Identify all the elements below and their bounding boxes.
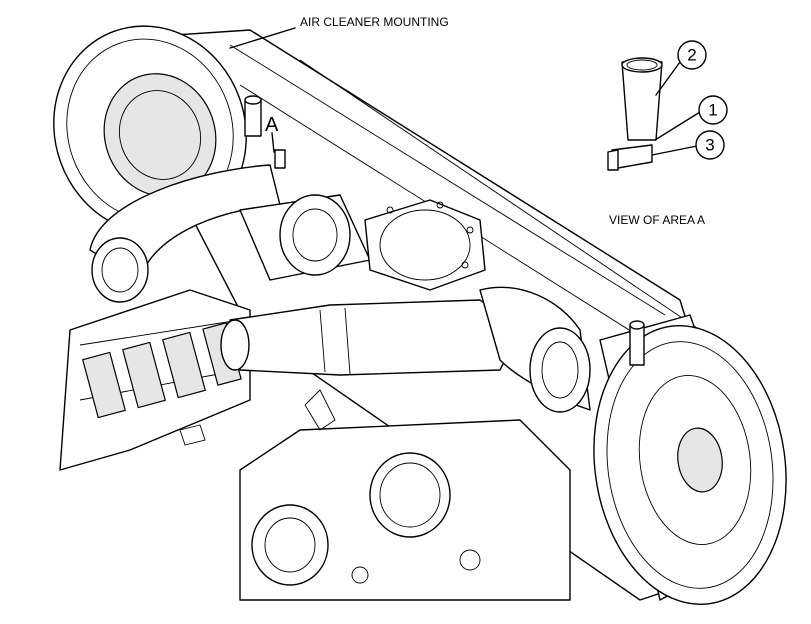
area-a-detail: [607, 40, 728, 171]
cylinder-bank: [59, 289, 251, 471]
diagram-title: AIR CLEANER MOUNTING: [300, 15, 449, 29]
callout-circle-3: [695, 130, 725, 160]
callout-circle-1: [698, 95, 728, 125]
callout-leader-3: [651, 145, 698, 156]
turbocharger: [239, 194, 486, 291]
mounting-brackets: [179, 95, 645, 446]
right-intake-elbow: [479, 286, 591, 413]
callout-leader-1: [654, 111, 701, 141]
callout-number-2: 2: [687, 46, 696, 65]
view-caption: VIEW OF AREA A: [609, 213, 705, 227]
left-intake-tube: [89, 164, 281, 303]
filter-canister: [621, 57, 663, 141]
callout-circle-2: [677, 40, 707, 70]
callout-leader-2: [655, 61, 681, 96]
right-end-cap: [593, 314, 787, 605]
callout-number-1: 1: [708, 101, 717, 120]
callout-number-3: 3: [705, 136, 714, 155]
area-a-indicator: [271, 132, 275, 153]
engine-block: [239, 419, 571, 601]
mounting-block: [607, 144, 653, 171]
title-leader-line: [229, 27, 296, 49]
area-marker-label: A: [265, 114, 279, 136]
